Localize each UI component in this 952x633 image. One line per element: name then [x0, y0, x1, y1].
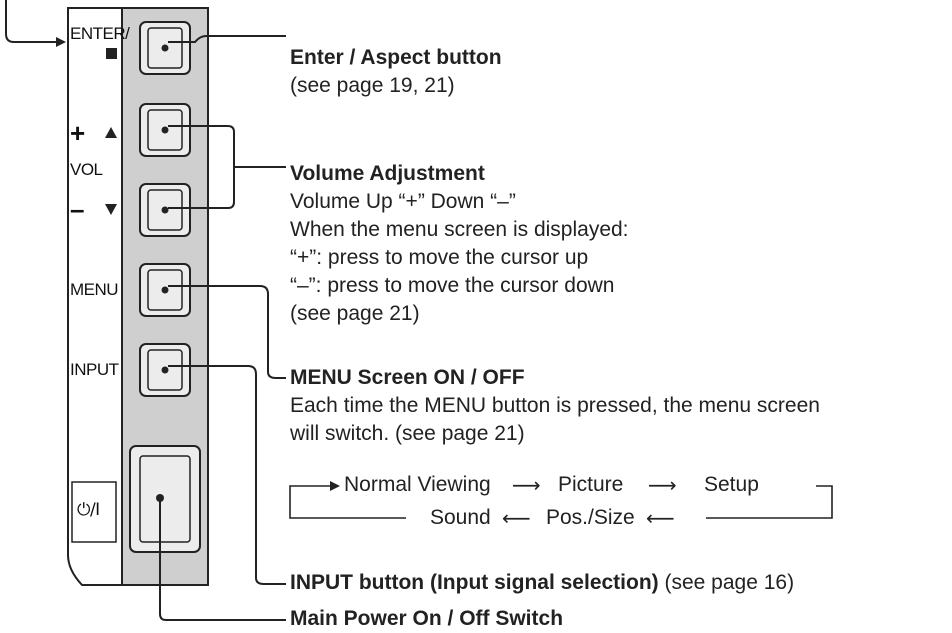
triangle-up-icon — [105, 127, 117, 138]
arrow-left-icon: ⟵ — [646, 506, 675, 530]
input-title: INPUT button (Input signal selection) — [290, 571, 659, 594]
arrow-left-icon: ⟵ — [502, 506, 531, 530]
volume-line1: Volume Up “+” Down “–” — [290, 190, 516, 213]
menu-line1: Each time the MENU button is pressed, th… — [290, 394, 820, 417]
menu-button[interactable] — [139, 263, 191, 317]
cycle-loop-left — [289, 485, 406, 519]
arrow-right-icon: ⟶ — [512, 473, 541, 497]
enter-button[interactable] — [139, 21, 191, 75]
vol-label: VOL — [70, 160, 103, 179]
cycle-picture: Picture — [558, 473, 624, 496]
volume-line4: “–”: press to move the cursor down — [290, 274, 615, 297]
volume-ref: (see page 21) — [290, 302, 420, 325]
cycle-normal-viewing: Normal Viewing — [344, 473, 491, 496]
menu-leader — [168, 285, 286, 379]
cycle-loop-right — [706, 485, 833, 519]
power-title: Main Power On / Off Switch — [290, 607, 564, 630]
incoming-arrow — [5, 0, 66, 47]
menu-title: MENU Screen ON / OFF — [290, 366, 525, 389]
volume-up-button[interactable] — [139, 103, 191, 157]
input-ref: (see page 16) — [664, 571, 795, 594]
triangle-down-icon — [105, 204, 117, 215]
plus-symbol: + — [70, 118, 85, 148]
menu-line2: will switch. (see page 21) — [290, 422, 525, 445]
volume-down-button[interactable] — [139, 183, 191, 237]
input-label: INPUT — [70, 360, 119, 379]
enter-label: ENTER/ — [70, 24, 130, 43]
stop-square-icon — [106, 48, 117, 59]
minus-symbol: – — [70, 194, 84, 224]
enter-ref: (see page 19, 21) — [290, 74, 455, 97]
power-leader — [159, 498, 286, 621]
cycle-setup: Setup — [704, 473, 759, 496]
power-label-box — [71, 481, 117, 543]
input-leader — [168, 365, 286, 585]
input-button[interactable] — [139, 343, 191, 397]
volume-line2: When the menu screen is displayed: — [290, 218, 629, 241]
enter-title: Enter / Aspect button — [290, 46, 502, 69]
volume-title: Volume Adjustment — [290, 162, 485, 185]
power-label: ⏻/I — [77, 500, 100, 520]
cycle-pos-size: Pos./Size — [546, 506, 635, 529]
cycle-sound: Sound — [430, 506, 491, 529]
arrow-right-icon: ⟶ — [648, 473, 677, 497]
volume-line3: “+”: press to move the cursor up — [290, 246, 589, 269]
enter-leader — [168, 35, 286, 43]
power-switch[interactable] — [129, 445, 201, 553]
input-callout: INPUT button (Input signal selection) (s… — [290, 571, 794, 595]
menu-label: MENU — [70, 280, 119, 299]
